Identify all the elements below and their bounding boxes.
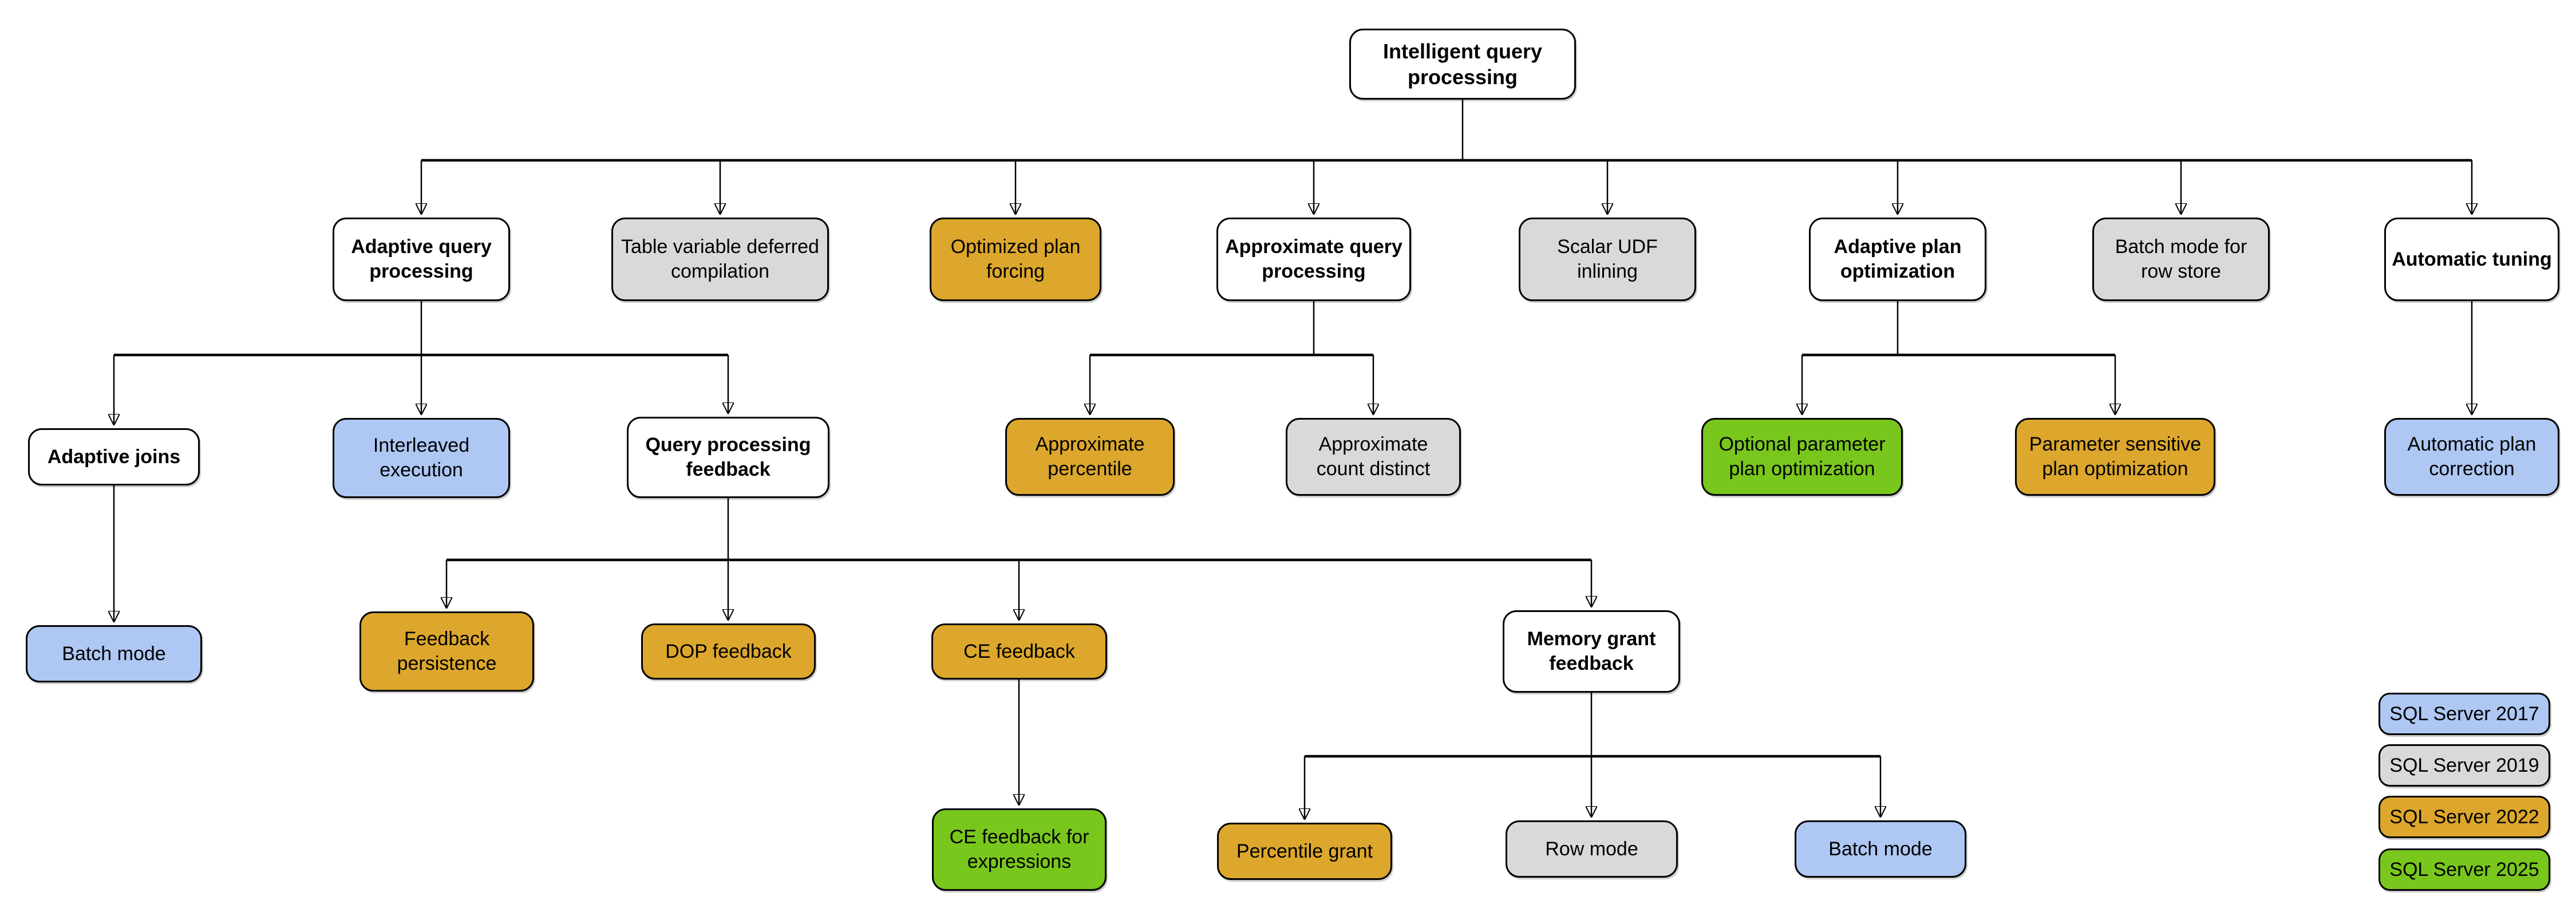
node-label: Automatic plan correction <box>2407 433 2537 480</box>
node-label: Approximate query processing <box>1225 236 1402 282</box>
node-label: Optimized plan forcing <box>950 236 1081 282</box>
node-optimized-plan-forcing: Optimized plan forcing <box>930 218 1101 301</box>
node-label: Batch mode <box>62 642 166 665</box>
node-optional-parameter-plan-optimization: Optional parameter plan optimization <box>1701 418 1903 496</box>
legend-label: SQL Server 2025 <box>2389 858 2539 881</box>
node-label: Scalar UDF inlining <box>1557 236 1658 282</box>
node-label: Intelligent query processing <box>1382 39 1543 89</box>
node-label: Interleaved execution <box>373 435 470 481</box>
node-label: Automatic tuning <box>2392 248 2552 270</box>
node-label: Query processing feedback <box>645 434 811 480</box>
node-interleaved-execution: Interleaved execution <box>333 418 510 498</box>
node-scalar-udf-inlining: Scalar UDF inlining <box>1519 218 1696 301</box>
node-label: DOP feedback <box>665 640 792 662</box>
node-parameter-sensitive-plan-optimization: Parameter sensitive plan optimization <box>2015 418 2215 496</box>
node-adaptive-plan-optimization: Adaptive plan optimization <box>1809 218 1986 301</box>
legend-sql-server-2022: SQL Server 2022 <box>2379 796 2550 838</box>
node-label: Optional parameter plan optimization <box>1718 433 1886 480</box>
node-label: Adaptive joins <box>47 445 181 468</box>
node-row-mode: Row mode <box>1506 820 1678 878</box>
node-batch-mode-memory-grant: Batch mode <box>1795 820 1966 878</box>
node-label: CE feedback for expressions <box>949 826 1089 872</box>
node-label: Parameter sensitive plan optimization <box>2029 433 2202 480</box>
node-adaptive-query-processing: Adaptive query processing <box>333 218 510 301</box>
node-ce-feedback: CE feedback <box>931 623 1107 680</box>
node-feedback-persistence: Feedback persistence <box>359 611 534 692</box>
node-label: Table variable deferred compilation <box>621 236 819 282</box>
node-batch-mode-for-row-store: Batch mode for row store <box>2092 218 2270 301</box>
node-automatic-plan-correction: Automatic plan correction <box>2384 418 2559 496</box>
node-label: Batch mode for row store <box>2115 236 2247 282</box>
node-ce-feedback-for-expressions: CE feedback for expressions <box>932 808 1107 891</box>
node-automatic-tuning: Automatic tuning <box>2384 218 2559 301</box>
node-batch-mode-adaptive-joins: Batch mode <box>26 625 202 682</box>
legend-sql-server-2025: SQL Server 2025 <box>2379 848 2550 891</box>
legend-label: SQL Server 2017 <box>2389 702 2539 725</box>
node-approximate-query-processing: Approximate query processing <box>1216 218 1411 301</box>
legend-sql-server-2017: SQL Server 2017 <box>2379 693 2550 735</box>
node-table-variable-deferred-compilation: Table variable deferred compilation <box>611 218 829 301</box>
node-label: Batch mode <box>1828 838 1933 860</box>
node-approximate-count-distinct: Approximate count distinct <box>1286 418 1461 496</box>
node-memory-grant-feedback: Memory grant feedback <box>1503 610 1680 693</box>
node-label: Approximate count distinct <box>1316 433 1431 480</box>
node-label: Row mode <box>1545 838 1638 860</box>
node-label: Feedback persistence <box>397 628 497 674</box>
node-dop-feedback: DOP feedback <box>641 623 816 680</box>
node-label: Approximate percentile <box>1035 433 1145 480</box>
node-query-processing-feedback: Query processing feedback <box>627 417 829 498</box>
node-label: Adaptive plan optimization <box>1834 236 1962 282</box>
node-label: Percentile grant <box>1236 840 1373 862</box>
node-approximate-percentile: Approximate percentile <box>1005 418 1175 496</box>
node-label: Adaptive query processing <box>351 236 492 282</box>
legend-label: SQL Server 2022 <box>2389 806 2539 828</box>
node-adaptive-joins: Adaptive joins <box>28 428 200 485</box>
node-label: CE feedback <box>963 640 1075 662</box>
node-label: Memory grant feedback <box>1527 628 1656 674</box>
legend-label: SQL Server 2019 <box>2389 754 2539 776</box>
node-percentile-grant: Percentile grant <box>1217 823 1392 880</box>
node-intelligent-query-processing: Intelligent query processing <box>1349 29 1576 100</box>
legend-sql-server-2019: SQL Server 2019 <box>2379 744 2550 787</box>
